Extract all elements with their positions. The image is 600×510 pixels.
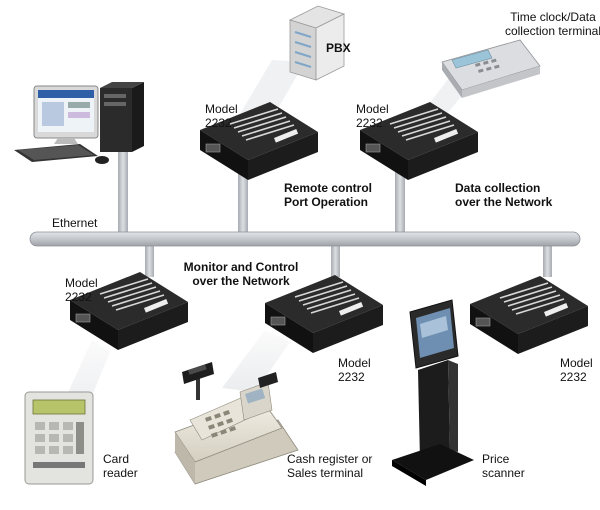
model-2232-device-scanner <box>469 275 589 355</box>
drop-line-scanner <box>543 242 552 277</box>
model-2232-label-data: Model 2232 <box>356 102 389 130</box>
model-2232-label-card: Model 2232 <box>65 276 98 304</box>
cash-register-label: Cash register or Sales terminal <box>287 452 373 480</box>
ethernet-cable <box>29 231 581 247</box>
drop-line-card <box>145 242 154 277</box>
pbx-cabinet-icon <box>288 5 346 81</box>
model-2232-label-remote: Model 2232 <box>205 102 238 130</box>
drop-line-remote <box>238 170 248 238</box>
price-scanner-icon <box>392 299 474 486</box>
time-clock-terminal-icon <box>441 39 541 98</box>
monitor-control-label: Monitor and Control over the Network <box>183 260 299 288</box>
drop-line-computer <box>118 148 128 240</box>
ethernet-label: Ethernet <box>52 216 98 230</box>
desktop-computer-icon <box>14 82 144 164</box>
drop-line-data <box>395 170 405 238</box>
drop-line-cash <box>331 242 340 277</box>
price-scanner-label: Price scanner <box>482 452 525 480</box>
link-beam-cash <box>222 330 290 392</box>
model-2232-label-scanner: Model 2232 <box>560 356 593 384</box>
card-reader-icon <box>24 391 94 485</box>
pbx-label: PBX <box>326 41 351 55</box>
link-beam-pbx <box>240 60 305 122</box>
cash-register-icon <box>174 362 299 485</box>
model-2232-label-cash: Model 2232 <box>338 356 371 384</box>
data-collection-label: Data collection over the Network <box>455 181 553 209</box>
remote-control-label: Remote control Port Operation <box>284 181 373 209</box>
card-reader-label: Card reader <box>103 452 138 480</box>
ethernet-bus <box>29 148 581 277</box>
time-clock-label: Time clock/Data collection terminal <box>504 10 600 38</box>
